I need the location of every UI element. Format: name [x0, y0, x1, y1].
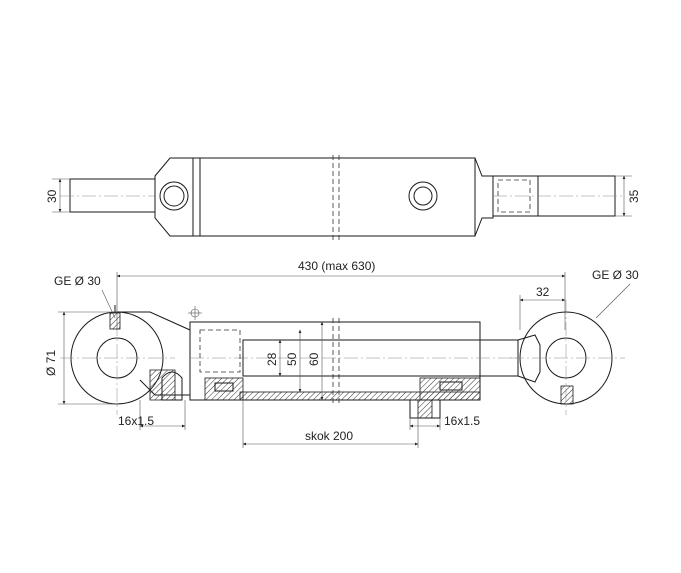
label-ge-right: GE Ø 30	[592, 268, 639, 282]
top-port-right	[408, 181, 438, 211]
dim-stroke: skok 200	[305, 429, 353, 443]
grease-nipple	[109, 312, 121, 330]
right-eye-grease	[560, 385, 574, 405]
dim-length: 430 (max 630)	[298, 259, 375, 273]
top-left-rod	[69, 178, 156, 213]
section-view: 430 (max 630) GE Ø 30 GE Ø 30 32 Ø 71	[44, 259, 639, 448]
dim-top-right: 35	[627, 189, 641, 203]
dim-50: 50	[285, 352, 299, 366]
dim-top-left: 30	[45, 189, 59, 203]
dim-28: 28	[265, 352, 279, 366]
top-barrel	[192, 157, 476, 237]
top-left-pin-hole	[159, 181, 189, 211]
dim-dia-71: Ø 71	[44, 350, 58, 376]
dim-thread-left: 16x1.5	[118, 414, 154, 428]
top-left-clevis	[154, 157, 194, 237]
dim-thread-right: 16x1.5	[444, 414, 480, 428]
top-right-head	[474, 157, 494, 237]
label-ge-left: GE Ø 30	[54, 274, 101, 288]
piston	[204, 377, 244, 401]
dim-32: 32	[536, 285, 550, 299]
top-view: 30 35	[45, 155, 641, 240]
dim-60: 60	[307, 352, 321, 366]
gland	[419, 377, 481, 401]
